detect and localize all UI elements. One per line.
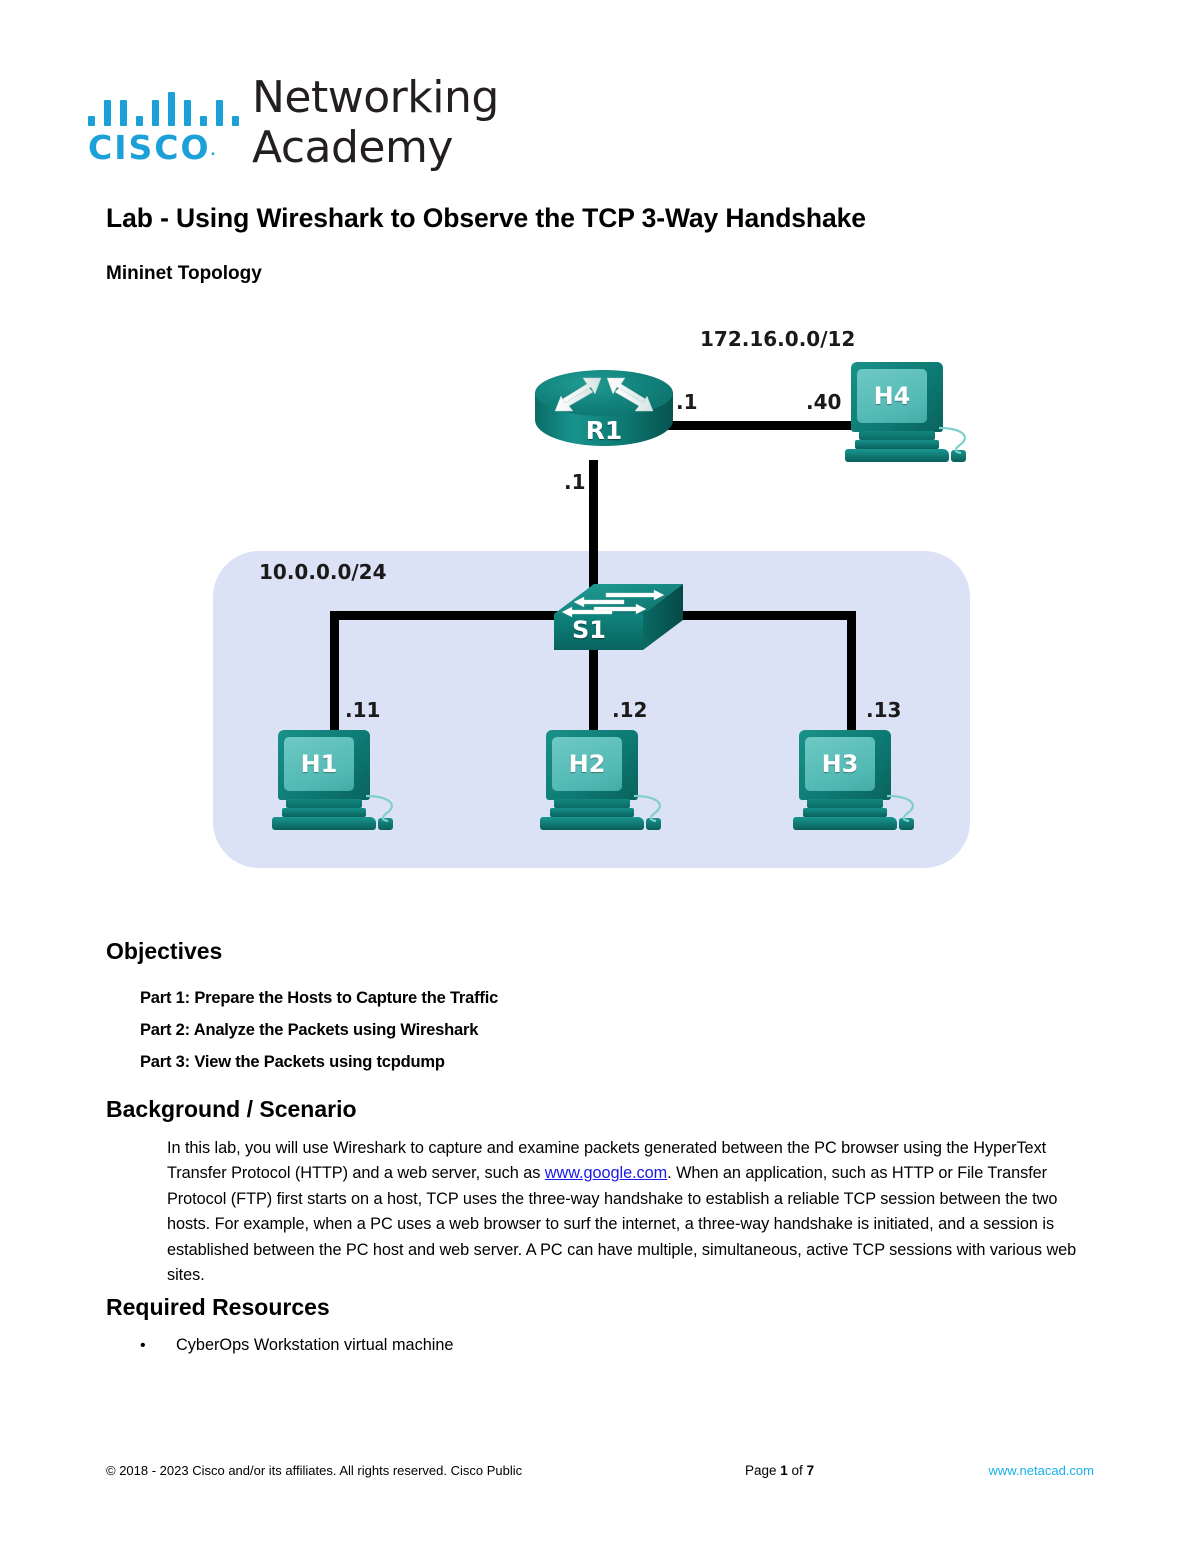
h4-screen: [857, 369, 927, 423]
resource-item: • CyberOps Workstation virtual machine: [140, 1333, 940, 1358]
page-footer: © 2018 - 2023 Cisco and/or its affiliate…: [0, 1463, 1200, 1493]
section-heading-objectives: Objectives: [106, 938, 223, 964]
page-current: 1: [780, 1463, 788, 1478]
section-heading-mininet-topology: Mininet Topology: [106, 263, 262, 284]
page-title: Lab - Using Wireshark to Observe the TCP…: [106, 203, 866, 233]
h2-stand-upper: [554, 799, 630, 808]
objective-item-1: Part 1: Prepare the Hosts to Capture the…: [140, 989, 499, 1007]
h1-stand-upper: [286, 799, 362, 808]
host-h1-icon: H1: [272, 730, 400, 836]
h1-keyboard: [272, 817, 376, 830]
background-text-before-link: In this lab, you will use Wireshark to c…: [167, 1139, 1047, 1183]
router-arrows-icon: [554, 377, 654, 412]
router-label: R1: [585, 416, 623, 445]
objective-item-2: Part 2: Analyze the Packets using Wiresh…: [140, 1021, 479, 1039]
host-h2-icon: H2: [540, 730, 668, 836]
h2-mouse-cord: [633, 794, 661, 823]
h4-stand-lower: [855, 440, 939, 449]
h3-stand-upper: [807, 799, 883, 808]
h4-keyboard: [845, 449, 949, 462]
required-resources-list: • CyberOps Workstation virtual machine: [140, 1333, 940, 1358]
resource-item-label: CyberOps Workstation virtual machine: [176, 1336, 454, 1354]
router-r1-icon: R1: [535, 370, 673, 466]
h4-label: H4: [873, 382, 911, 410]
host-h3-icon: H3: [793, 730, 921, 836]
h3-screen: [805, 737, 875, 791]
h1-address-label: .11: [345, 698, 381, 722]
logo-networking-text: Networking: [252, 72, 499, 123]
h2-mouse: [646, 818, 661, 830]
footer-page-number: Page 1 of 7: [745, 1463, 814, 1478]
switch-s1-icon: S1: [528, 580, 683, 662]
link-r1-s1: [589, 460, 598, 600]
link-s1-h2: [589, 640, 598, 736]
r1-wan-interface-label: .1: [676, 390, 698, 414]
network-topology-diagram: R1: [0, 300, 1200, 920]
h1-mouse-cord: [365, 794, 393, 823]
footer-copyright: © 2018 - 2023 Cisco and/or its affiliate…: [106, 1463, 523, 1478]
section-heading-required-resources: Required Resources: [106, 1294, 330, 1320]
cisco-wordmark: CISCO.: [88, 128, 216, 167]
lan-network-label: 10.0.0.0/24: [259, 560, 387, 584]
logo-academy-text: Academy: [252, 122, 453, 173]
h1-screen: [284, 737, 354, 791]
h3-mouse-cord: [886, 794, 914, 823]
r1-lan-interface-label: .1: [564, 470, 586, 494]
cisco-wordmark-text: CISCO: [88, 128, 211, 167]
h2-address-label: .12: [612, 698, 648, 722]
bullet-icon: •: [140, 1337, 146, 1354]
h1-stand-lower: [282, 808, 366, 817]
page-prefix: Page: [745, 1463, 781, 1478]
objective-item-3: Part 3: View the Packets using tcpdump: [140, 1053, 445, 1071]
h4-mouse-cord: [938, 426, 966, 455]
cisco-bridge-icon: [88, 84, 239, 126]
h4-mouse: [951, 450, 966, 462]
host-h4-icon: H4: [845, 362, 973, 468]
h3-label: H3: [821, 750, 859, 778]
h2-label: H2: [568, 750, 606, 778]
background-text-after-link: . When an application, such as HTTP or F…: [167, 1164, 1077, 1285]
cisco-networking-academy-logo: CISCO. Networking Academy: [88, 72, 508, 186]
switch-body: [554, 584, 683, 650]
wan-network-label: 172.16.0.0/12: [700, 327, 856, 351]
h2-stand-lower: [550, 808, 634, 817]
footer-netacad-link[interactable]: www.netacad.com: [988, 1463, 1095, 1478]
link-s1-h1: [330, 611, 339, 736]
h3-mouse: [899, 818, 914, 830]
trademark-mark: .: [210, 144, 216, 159]
h3-keyboard: [793, 817, 897, 830]
h4-address-label: .40: [806, 390, 842, 414]
h1-mouse: [378, 818, 393, 830]
page-middle: of: [787, 1463, 807, 1478]
background-paragraph: In this lab, you will use Wireshark to c…: [167, 1136, 1083, 1288]
section-heading-background: Background / Scenario: [106, 1096, 357, 1122]
h1-label: H1: [300, 750, 338, 778]
google-link[interactable]: www.google.com: [544, 1164, 668, 1183]
h2-screen: [552, 737, 622, 791]
page-total: 7: [806, 1463, 815, 1478]
h3-address-label: .13: [866, 698, 902, 722]
link-r1-h4: [661, 421, 853, 430]
h2-keyboard: [540, 817, 644, 830]
objectives-list: Part 1: Prepare the Hosts to Capture the…: [140, 982, 940, 1078]
switch-label: S1: [572, 616, 606, 644]
h4-stand-upper: [859, 431, 935, 440]
h3-stand-lower: [803, 808, 887, 817]
link-s1-h3: [847, 611, 856, 736]
